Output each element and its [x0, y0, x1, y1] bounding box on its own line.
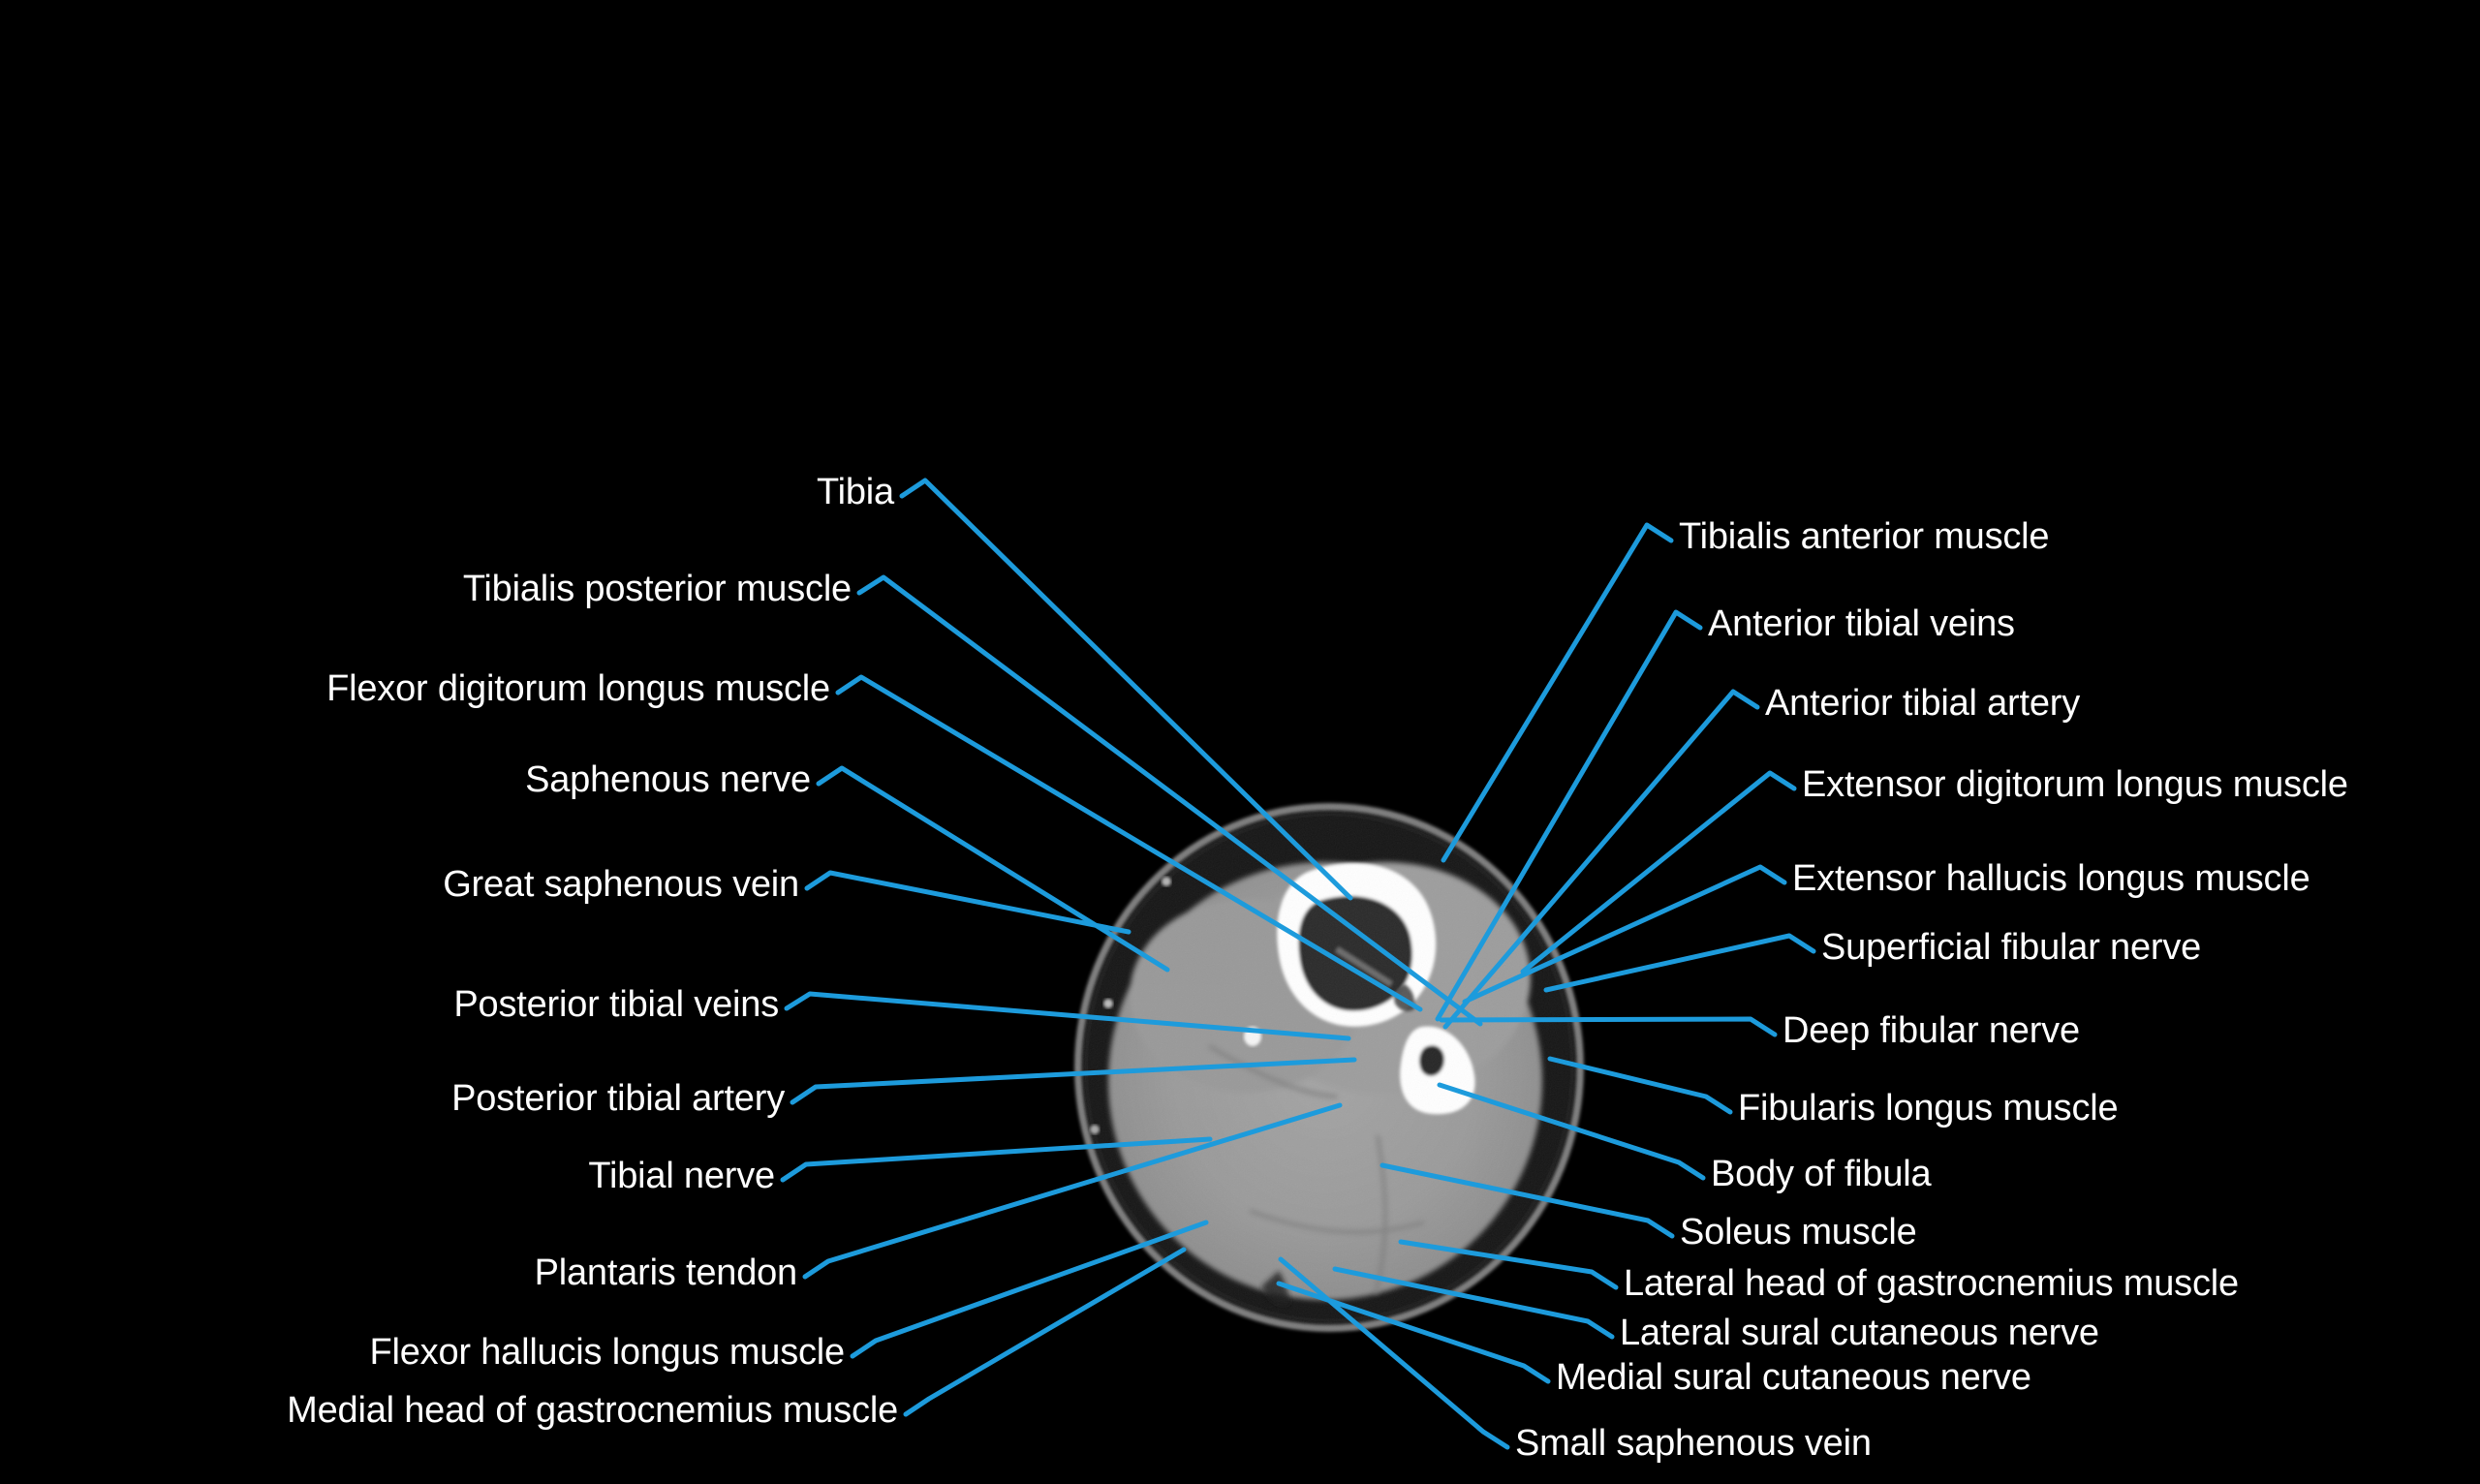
label-medial-sural-cutaneous-nerve: Medial sural cutaneous nerve [1556, 1357, 2031, 1398]
ct-scan-graphic [1074, 803, 1584, 1332]
label-anterior-tibial-artery: Anterior tibial artery [1765, 683, 2081, 724]
label-tibialis-anterior-muscle: Tibialis anterior muscle [1679, 516, 2050, 557]
label-extensor-hallucis-longus: Extensor hallucis longus muscle [1792, 858, 2310, 899]
label-medial-head-gastrocnemius: Medial head of gastrocnemius muscle [287, 1390, 898, 1431]
label-flexor-hallucis-longus-muscle: Flexor hallucis longus muscle [369, 1332, 845, 1373]
ct-cross-section-image [1017, 756, 1637, 1376]
label-extensor-digitorum-longus: Extensor digitorum longus muscle [1802, 764, 2348, 805]
label-soleus-muscle: Soleus muscle [1680, 1212, 1917, 1252]
label-anterior-tibial-veins: Anterior tibial veins [1708, 603, 2015, 644]
label-small-saphenous-vein: Small saphenous vein [1515, 1423, 1872, 1464]
label-body-of-fibula: Body of fibula [1711, 1154, 1932, 1194]
ct-noise [1075, 804, 1583, 1331]
label-lateral-head-gastrocnemius: Lateral head of gastrocnemius muscle [1624, 1263, 2239, 1304]
label-flexor-digitorum-longus-muscle: Flexor digitorum longus muscle [326, 668, 830, 709]
label-superficial-fibular-nerve: Superficial fibular nerve [1821, 927, 2202, 968]
label-tibialis-posterior-muscle: Tibialis posterior muscle [462, 569, 852, 609]
label-tibia: Tibia [817, 472, 894, 512]
label-great-saphenous-vein: Great saphenous vein [443, 864, 799, 905]
label-posterior-tibial-artery: Posterior tibial artery [451, 1078, 785, 1119]
label-lateral-sural-cutaneous-nerve: Lateral sural cutaneous nerve [1620, 1313, 2099, 1353]
label-saphenous-nerve: Saphenous nerve [525, 759, 811, 800]
label-deep-fibular-nerve: Deep fibular nerve [1782, 1010, 2080, 1051]
label-plantaris-tendon: Plantaris tendon [534, 1252, 798, 1293]
label-fibularis-longus-muscle: Fibularis longus muscle [1738, 1088, 2119, 1128]
label-tibial-nerve: Tibial nerve [588, 1156, 775, 1196]
label-posterior-tibial-veins: Posterior tibial veins [453, 984, 779, 1025]
